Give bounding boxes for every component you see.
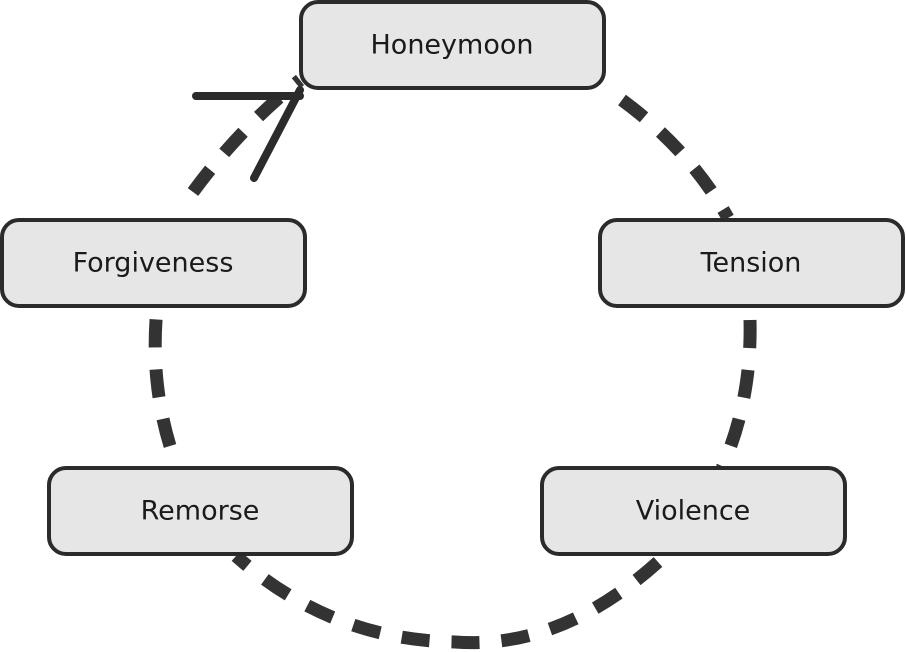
connectors (148, 74, 757, 650)
stage-forgiveness-label: Forgiveness (73, 248, 234, 279)
stage-forgiveness: Forgiveness (0, 218, 307, 308)
connector-forgiveness-to-honeymoon (187, 74, 305, 196)
connector-honeymoon-to-tension (618, 94, 734, 222)
stage-violence: Violence (540, 466, 847, 556)
stage-tension: Tension (598, 218, 905, 308)
stage-honeymoon-label: Honeymoon (371, 30, 534, 61)
stage-tension-label: Tension (700, 248, 802, 279)
connector-remorse-to-forgiveness (148, 307, 177, 448)
stage-remorse-label: Remorse (141, 496, 260, 527)
stage-honeymoon: Honeymoon (299, 0, 606, 90)
stage-remorse: Remorse (47, 466, 354, 556)
connector-violence-to-remorse (231, 551, 663, 650)
stage-violence-label: Violence (636, 496, 751, 527)
arrowhead-icon (192, 86, 304, 182)
connector-tension-to-violence (716, 319, 757, 471)
